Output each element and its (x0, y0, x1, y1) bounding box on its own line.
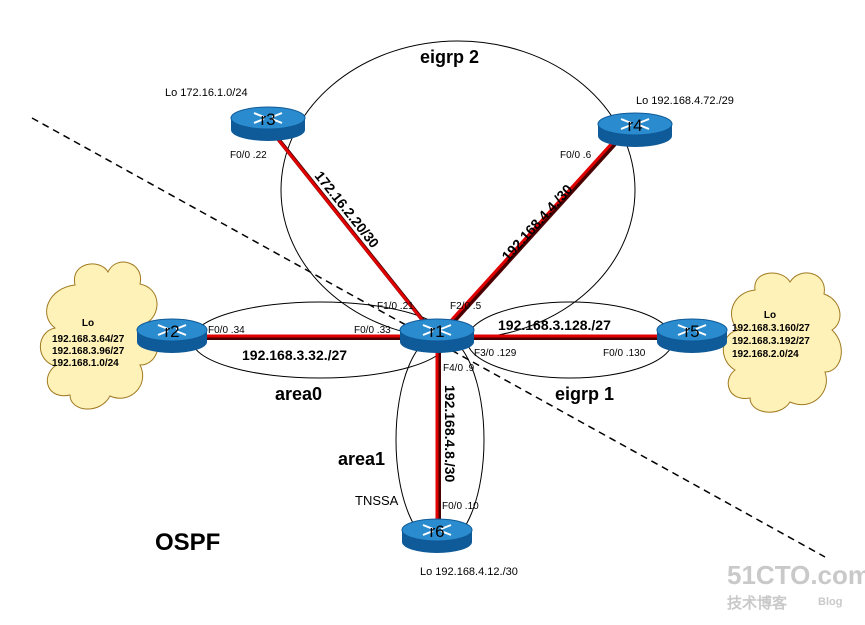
router-r5-label: r5 (684, 322, 699, 341)
r2-loopback-title: Lo (82, 318, 94, 329)
r2-loopback-cloud (40, 261, 159, 410)
router-r1-icon[interactable]: r1 (399, 318, 475, 353)
link-r1-r3 (263, 122, 437, 337)
link-r1-r4-subnet: 192.168.4.4./30 (498, 181, 575, 264)
links (165, 122, 695, 528)
watermark-blog: Blog (818, 596, 842, 608)
r1-f40-label: F4/0 .9 (443, 363, 475, 374)
router-r3-icon[interactable]: r3 (230, 106, 306, 141)
area1-label: area1 (338, 449, 385, 469)
tnssa-label: TNSSA (355, 493, 399, 508)
link-r1-r4 (435, 129, 625, 338)
r6-loopback-label: Lo 192.168.4.12./30 (420, 566, 518, 578)
r5-loopback-net: 192.168.2.0/24 (732, 349, 799, 360)
link-r1-r6-subnet: 192.168.4.8./30 (442, 385, 458, 483)
r1-f20-label: F2/0 .5 (450, 301, 482, 312)
link-r1-r5-subnet: 192.168.3.128./27 (498, 317, 611, 333)
ospf-label: OSPF (155, 529, 220, 556)
area0-label: area0 (275, 384, 322, 404)
link-r1-r2-subnet: 192.168.3.32./27 (242, 347, 347, 363)
r1-f30-label: F3/0 .129 (474, 348, 517, 359)
r5-interface-label: F0/0 .130 (603, 348, 646, 359)
router-r4-label: r4 (627, 116, 642, 135)
r2-loopback-net: 192.168.3.64/27 (52, 334, 125, 345)
r3-loopback-label: Lo 172.16.1.0/24 (165, 87, 248, 99)
r5-loopback-title: Lo (764, 310, 776, 321)
router-r6-label: r6 (429, 522, 444, 541)
r4-interface-label: F0/0 .6 (560, 150, 592, 161)
r2-loopback-list: Lo 192.168.3.64/27 192.168.3.96/27 192.1… (52, 318, 125, 369)
router-r2-label: r2 (164, 322, 179, 341)
r4-loopback-label: Lo 192.168.4.72./29 (636, 95, 734, 107)
r5-loopback-net: 192.168.3.160/27 (732, 323, 810, 334)
r2-loopback-net: 192.168.1.0/24 (52, 358, 119, 369)
r2-loopback-net: 192.168.3.96/27 (52, 346, 125, 357)
router-r6-icon[interactable]: r6 (401, 518, 473, 553)
eigrp2-label: eigrp 2 (420, 47, 479, 67)
watermark-logo: 51CTO.com 技术博客 Blog (727, 560, 865, 612)
r2-interface-label: F0/0 .34 (208, 325, 245, 336)
link-r1-r3-subnet: 172.16.2.20/30 (312, 168, 383, 251)
router-r3-label: r3 (260, 110, 275, 129)
r5-loopback-list: Lo 192.168.3.160/27 192.168.3.192/27 192… (732, 310, 810, 360)
r5-loopback-net: 192.168.3.192/27 (732, 336, 810, 347)
r1-f10-label: F1/0 .21 (377, 301, 414, 312)
watermark-site: 51CTO.com (727, 560, 865, 590)
r6-interface-label: F0/0 .10 (442, 501, 479, 512)
router-r1-label: r1 (429, 322, 444, 341)
eigrp1-label: eigrp 1 (555, 384, 614, 404)
router-r5-icon[interactable]: r5 (656, 318, 728, 353)
r3-interface-label: F0/0 .22 (230, 150, 267, 161)
r1-f00-label: F0/0 .33 (354, 325, 391, 336)
router-r2-icon[interactable]: r2 (136, 318, 208, 353)
router-r4-icon[interactable]: r4 (597, 112, 673, 147)
watermark-sub: 技术博客 (727, 594, 788, 612)
